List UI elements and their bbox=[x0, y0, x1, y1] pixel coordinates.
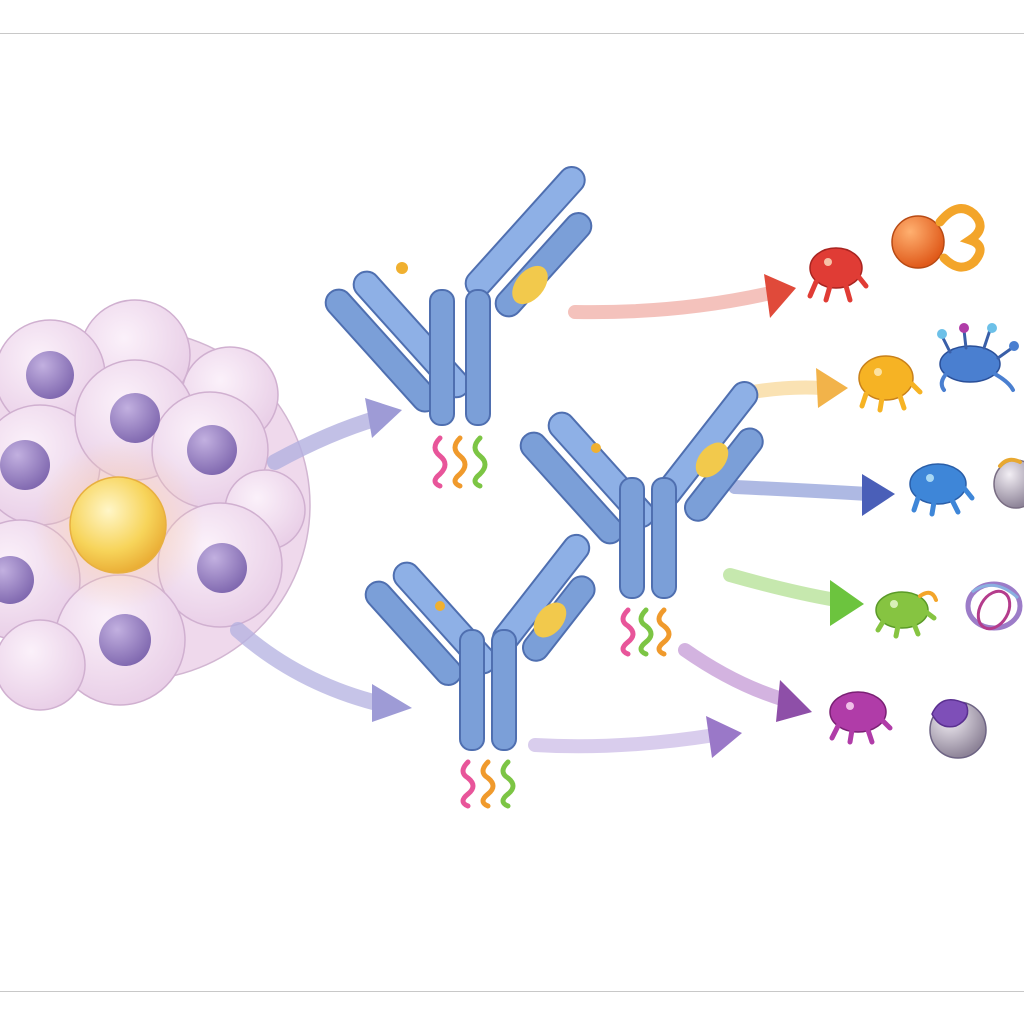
green-microbe bbox=[875, 590, 938, 639]
cell-nucleus bbox=[187, 425, 237, 475]
arrow-to-blue-targets bbox=[728, 474, 895, 516]
antibody-stem-right bbox=[651, 477, 677, 599]
antigen-binding-tip bbox=[695, 442, 729, 478]
binding-spot bbox=[435, 601, 445, 611]
antibody-middle bbox=[519, 381, 764, 657]
antibody-stem-right bbox=[465, 289, 491, 426]
blue-microbe bbox=[909, 463, 975, 517]
antibody-tails bbox=[432, 435, 488, 489]
binding-spot bbox=[591, 443, 601, 453]
arrow-cluster-to-top-antibody bbox=[267, 398, 402, 470]
arrow-to-purple-targets-upper bbox=[678, 643, 812, 722]
arrow-cluster-to-bottom-antibody bbox=[230, 622, 412, 722]
cell-nucleus bbox=[26, 351, 74, 399]
antigen-binding-tip bbox=[512, 265, 548, 305]
antibody-tails bbox=[620, 607, 672, 657]
antibody-stem-left bbox=[459, 629, 485, 751]
orange-sphere-organism bbox=[891, 204, 985, 272]
purple-ring-organism bbox=[965, 581, 1023, 631]
cell-nucleus bbox=[0, 556, 34, 604]
purple-microbe bbox=[829, 691, 893, 745]
top-divider-line bbox=[0, 33, 1024, 34]
cell-nucleus bbox=[110, 393, 160, 443]
arrow-to-purple-targets-lower bbox=[528, 716, 742, 758]
central-yellow-core bbox=[69, 476, 167, 574]
antibody-top bbox=[324, 166, 593, 489]
arrow-to-orange-targets bbox=[745, 368, 848, 408]
grey-purple-sphere bbox=[929, 699, 987, 759]
cell-nucleus bbox=[0, 440, 50, 490]
cluster-cell bbox=[0, 619, 86, 711]
red-microbe bbox=[807, 247, 869, 303]
antibody-stem-right bbox=[491, 629, 517, 751]
antibody-bottom bbox=[364, 533, 596, 809]
cell-cluster bbox=[0, 299, 311, 711]
arrow-to-red-targets bbox=[568, 274, 796, 320]
antigen-binding-tip bbox=[533, 602, 567, 638]
arrow-to-green-targets bbox=[723, 568, 864, 626]
cell-nucleus bbox=[197, 543, 247, 593]
grey-spore bbox=[993, 457, 1024, 509]
cell-nucleus bbox=[99, 614, 151, 666]
antibody-stem-left bbox=[429, 289, 455, 426]
bottom-divider-line bbox=[0, 991, 1024, 992]
binding-spot bbox=[396, 262, 408, 274]
antibody-tails bbox=[460, 759, 516, 809]
orange-microbe bbox=[858, 355, 923, 413]
antibody-stem-left bbox=[619, 477, 645, 599]
blue-tentacled-organism bbox=[937, 323, 1019, 392]
